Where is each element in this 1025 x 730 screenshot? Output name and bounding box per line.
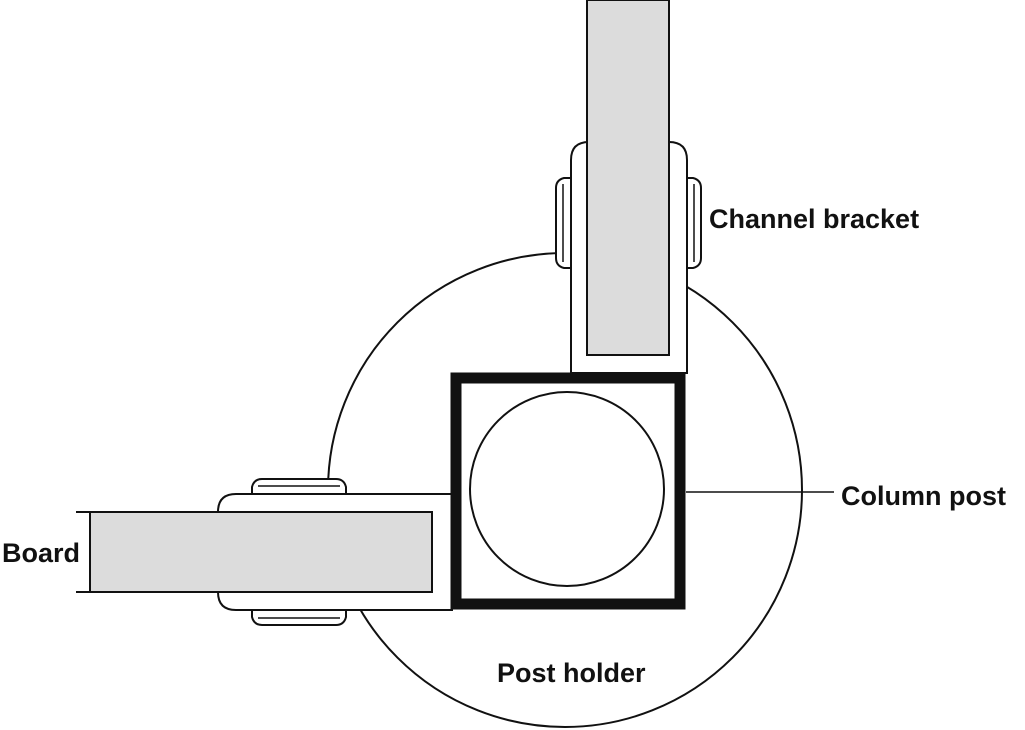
column-post-label: Column post <box>841 481 1006 511</box>
channel-bracket-label: Channel bracket <box>709 204 920 234</box>
horizontal-board <box>89 511 433 593</box>
vertical-board <box>586 0 670 356</box>
post-holder-label: Post holder <box>497 658 646 688</box>
board-label: Board <box>2 538 81 568</box>
column-post <box>469 391 665 587</box>
